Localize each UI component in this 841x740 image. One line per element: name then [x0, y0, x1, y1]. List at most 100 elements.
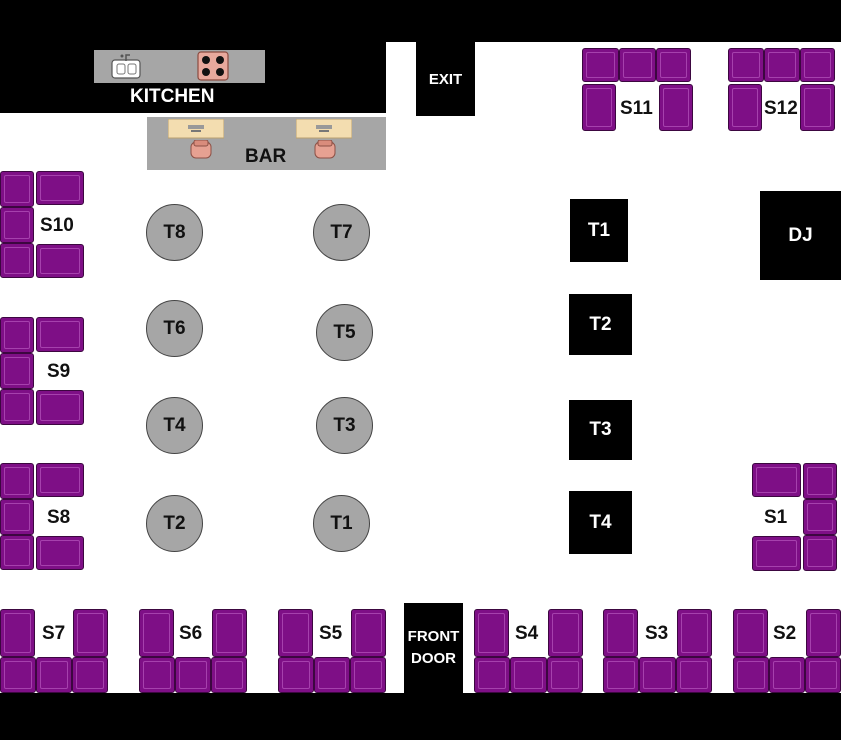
sofa-label: S4	[515, 623, 539, 644]
round-table-label: T3	[333, 414, 356, 436]
sofa-cushion	[350, 657, 386, 693]
sofa-cushion	[0, 535, 34, 570]
square-table-t3[interactable]: T3	[569, 400, 632, 460]
sofa-cushion	[278, 609, 313, 657]
sofa-cushion	[803, 499, 837, 535]
floor-upper	[0, 113, 841, 693]
sofa-cushion	[800, 84, 835, 131]
sofa-cushion	[36, 390, 84, 425]
sofa-cushion	[764, 48, 800, 82]
sofa-s4[interactable]: S4	[474, 609, 583, 693]
sofa-cushion	[603, 657, 639, 693]
sofa-label: S11	[620, 98, 653, 119]
sofa-cushion	[582, 48, 619, 82]
round-table-label: T1	[330, 512, 353, 534]
round-table-t8[interactable]: T8	[146, 204, 203, 261]
square-table-t4[interactable]: T4	[569, 491, 632, 554]
exit-door[interactable]: EXIT	[416, 42, 475, 116]
sofa-cushion	[36, 463, 84, 497]
register-icon	[168, 119, 224, 139]
sofa-cushion	[139, 657, 175, 693]
front-door[interactable]: FRONT DOOR	[404, 603, 463, 693]
sofa-cushion	[619, 48, 656, 82]
round-table-t1[interactable]: T1	[313, 495, 370, 552]
sofa-cushion	[72, 657, 108, 693]
sofa-cushion	[0, 353, 34, 389]
sofa-cushion	[0, 609, 35, 657]
kitchen-counter	[94, 50, 265, 83]
round-table-t5[interactable]: T5	[316, 304, 373, 361]
sofa-s9[interactable]: S9	[0, 317, 84, 425]
sofa-cushion	[0, 463, 34, 499]
sofa-cushion	[36, 171, 84, 205]
sofa-label: S8	[47, 507, 71, 528]
sofa-s10[interactable]: S10	[0, 171, 84, 278]
round-table-label: T5	[333, 321, 356, 343]
sofa-cushion	[548, 609, 583, 657]
round-table-t4[interactable]: T4	[146, 397, 203, 454]
sofa-s11[interactable]: S11	[582, 48, 693, 131]
sofa-cushion	[36, 536, 84, 570]
stool-icon	[190, 140, 212, 159]
sofa-s2[interactable]: S2	[733, 609, 841, 693]
stove-icon	[197, 51, 229, 81]
square-table-t1[interactable]: T1	[570, 199, 628, 262]
sofa-cushion	[728, 84, 762, 131]
kitchen-label: KITCHEN	[130, 86, 215, 107]
sofa-cushion	[800, 48, 835, 82]
sofa-cushion	[582, 84, 616, 131]
bar-label: BAR	[245, 146, 287, 167]
sofa-label: S3	[645, 623, 669, 644]
round-table-label: T4	[163, 414, 186, 436]
round-table-t6[interactable]: T6	[146, 300, 203, 357]
sofa-cushion	[278, 657, 314, 693]
sofa-cushion	[0, 171, 34, 207]
exit-label: EXIT	[428, 70, 463, 88]
square-table-t2[interactable]: T2	[569, 294, 632, 355]
sofa-s5[interactable]: S5	[278, 609, 386, 693]
sofa-cushion	[73, 609, 108, 657]
sofa-cushion	[175, 657, 211, 693]
sofa-label: S10	[40, 215, 74, 236]
front-door-line1: FRONT	[407, 628, 460, 645]
sofa-s8[interactable]: S8	[0, 463, 84, 570]
sofa-s3[interactable]: S3	[603, 609, 712, 693]
sofa-label: S9	[47, 361, 71, 382]
sofa-cushion	[36, 657, 72, 693]
sofa-cushion	[752, 536, 801, 571]
stool-icon	[314, 140, 336, 159]
front-door-line2: DOOR	[411, 650, 456, 667]
sofa-cushion	[733, 657, 769, 693]
sofa-cushion	[603, 609, 638, 657]
sofa-cushion	[36, 317, 84, 352]
sofa-cushion	[211, 657, 247, 693]
sofa-s12[interactable]: S12	[728, 48, 835, 131]
sofa-cushion	[547, 657, 583, 693]
sofa-cushion	[677, 609, 712, 657]
sofa-cushion	[639, 657, 676, 693]
round-table-t7[interactable]: T7	[313, 204, 370, 261]
sofa-cushion	[351, 609, 386, 657]
sofa-cushion	[656, 48, 691, 82]
round-table-t3[interactable]: T3	[316, 397, 373, 454]
round-table-label: T2	[163, 512, 186, 534]
sofa-s7[interactable]: S7	[0, 609, 108, 693]
round-table-label: T8	[163, 221, 186, 243]
sofa-label: S5	[319, 623, 343, 644]
sofa-s6[interactable]: S6	[139, 609, 247, 693]
bar-counter: BAR	[147, 117, 386, 170]
round-table-t2[interactable]: T2	[146, 495, 203, 552]
sofa-cushion	[733, 609, 768, 657]
sofa-label: S1	[764, 507, 788, 528]
sofa-cushion	[139, 609, 174, 657]
sofa-s1[interactable]: S1	[752, 463, 837, 571]
sofa-cushion	[728, 48, 764, 82]
sofa-cushion	[769, 657, 805, 693]
sofa-cushion	[752, 463, 801, 497]
sofa-cushion	[659, 84, 693, 131]
dj-booth[interactable]: DJ	[760, 191, 841, 280]
sofa-cushion	[314, 657, 350, 693]
sofa-cushion	[0, 243, 34, 278]
sofa-cushion	[474, 657, 510, 693]
